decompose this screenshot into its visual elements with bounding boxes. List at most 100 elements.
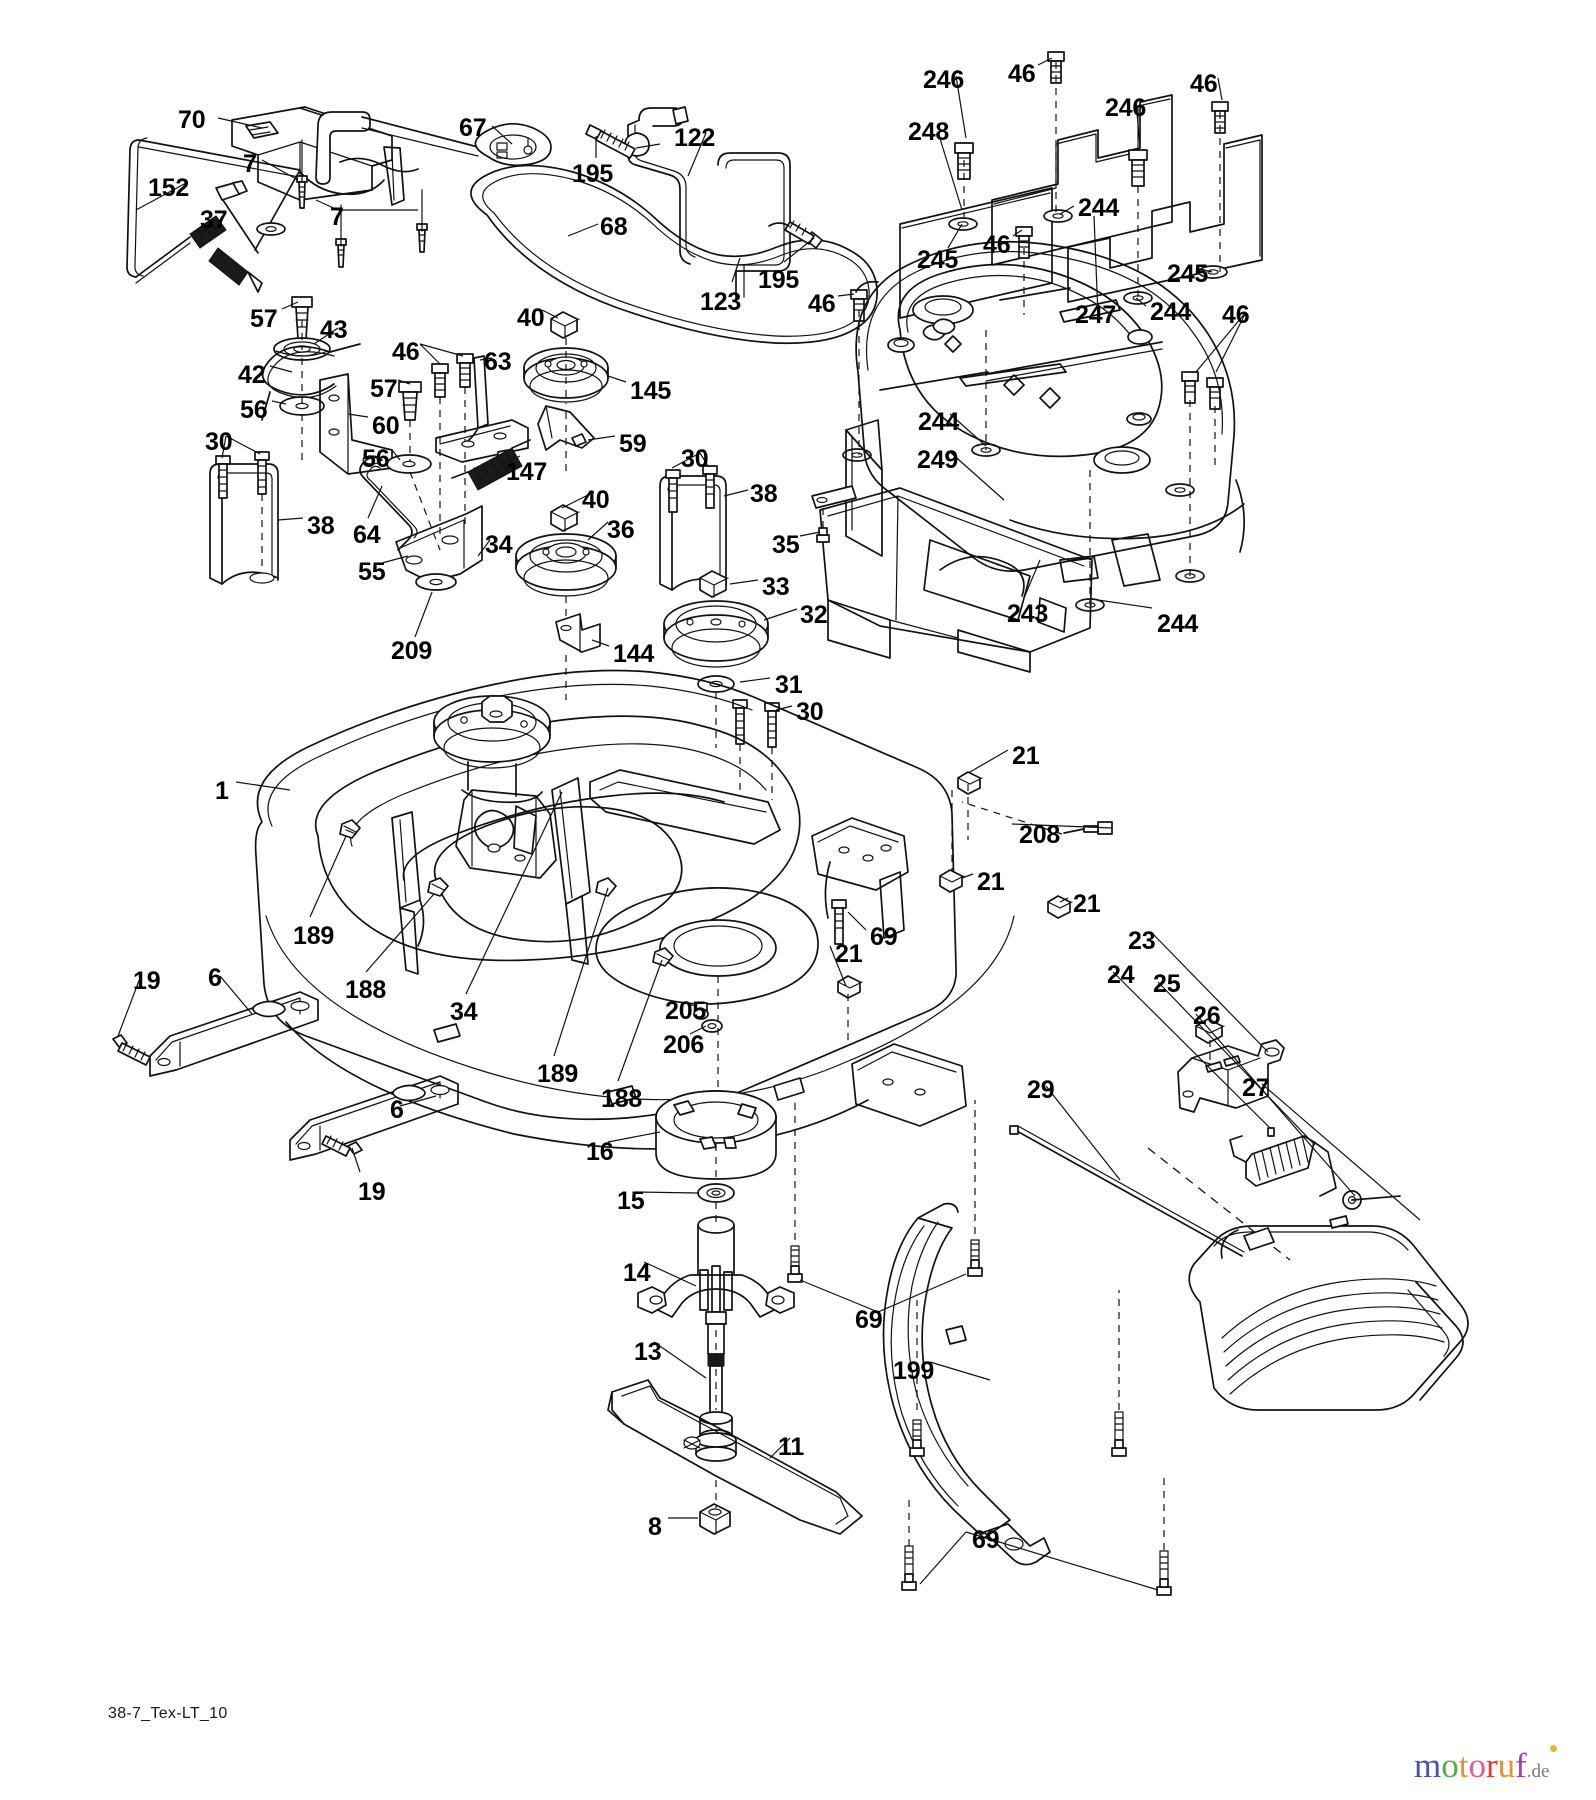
callout-part-205: 205 xyxy=(665,997,707,1025)
pulley-36 xyxy=(515,533,617,597)
callout-part-21-c: 21 xyxy=(1073,890,1101,918)
diagram-footer-code: 38-7_Tex-LT_10 xyxy=(108,1705,228,1722)
callout-part-38-left: 38 xyxy=(307,512,335,540)
callout-part-34-lower: 34 xyxy=(450,998,478,1026)
callout-part-21-d: 21 xyxy=(835,940,863,968)
callout-part-35: 35 xyxy=(772,531,800,559)
callout-part-59: 59 xyxy=(619,430,647,458)
bolt-69-d xyxy=(1156,1550,1172,1596)
spindle-assembly xyxy=(607,1090,863,1535)
callout-part-34-upper: 34 xyxy=(485,531,513,559)
nut-40-a xyxy=(550,311,580,339)
nut-21-d xyxy=(837,975,863,999)
callout-part-19-lower: 19 xyxy=(358,1178,386,1206)
callout-part-16: 16 xyxy=(586,1138,614,1166)
callout-part-247: 247 xyxy=(1075,301,1117,329)
callout-part-32: 32 xyxy=(800,601,828,629)
nut-8 xyxy=(699,1503,731,1535)
callout-part-36: 36 xyxy=(607,516,635,544)
belt-and-rods xyxy=(470,106,878,345)
callout-leaders xyxy=(117,57,1421,1591)
deck-shields xyxy=(842,51,1263,612)
nut-21-b xyxy=(939,869,965,893)
bolt-69-e xyxy=(901,1545,917,1591)
bolt-35 xyxy=(816,527,830,543)
callout-part-30-right: 30 xyxy=(681,445,709,473)
watermark-tld: .de xyxy=(1526,1761,1550,1782)
callout-part-199: 199 xyxy=(893,1357,935,1385)
callout-part-46-a: 46 xyxy=(1008,60,1036,88)
nut-21-c xyxy=(1047,895,1073,919)
screw-57b xyxy=(398,381,422,421)
callout-part-144: 144 xyxy=(613,640,655,668)
screw-7a xyxy=(296,175,308,209)
callout-part-189-left: 189 xyxy=(293,922,335,950)
callout-part-21-b: 21 xyxy=(977,868,1005,896)
callout-part-38-right: 38 xyxy=(750,480,778,508)
callout-part-6-upper: 6 xyxy=(208,964,222,992)
callout-part-244-c: 244 xyxy=(918,408,960,436)
callout-part-69-c: 69 xyxy=(972,1526,1000,1554)
bolt-69-g xyxy=(967,1239,983,1277)
callout-part-23: 23 xyxy=(1128,927,1156,955)
callout-part-195-left: 195 xyxy=(572,160,614,188)
callout-part-122: 122 xyxy=(674,124,716,152)
callout-part-244-b: 244 xyxy=(1150,298,1192,326)
callout-part-248: 248 xyxy=(908,118,950,146)
callout-part-55: 55 xyxy=(358,558,386,586)
spring-25 xyxy=(1229,1135,1337,1197)
callout-part-46-b: 46 xyxy=(1190,70,1218,98)
bolt-69-f xyxy=(787,1245,803,1283)
deflector-assembly xyxy=(1009,1018,1469,1411)
callout-part-11: 11 xyxy=(778,1433,805,1461)
callout-part-152: 152 xyxy=(148,174,190,202)
callout-part-63: 63 xyxy=(484,348,512,376)
bolt-69-c xyxy=(1111,1411,1127,1457)
callout-part-188-left: 188 xyxy=(345,976,387,1004)
watermark-letter: o xyxy=(1468,1746,1486,1785)
callout-part-46-d: 46 xyxy=(808,290,836,318)
callout-part-27: 27 xyxy=(1242,1074,1270,1102)
mower-deck xyxy=(254,669,1113,1150)
callout-part-68-belt: 68 xyxy=(600,213,628,241)
callout-part-249: 249 xyxy=(917,446,959,474)
watermark-letter: o xyxy=(1441,1746,1459,1785)
callout-part-37: 37 xyxy=(200,206,228,234)
callout-part-189-lower: 189 xyxy=(537,1060,579,1088)
callout-part-70: 70 xyxy=(178,106,206,134)
screw-30-c xyxy=(665,469,681,513)
watermark-letter: m xyxy=(1414,1746,1442,1785)
fastener-205 xyxy=(693,1002,709,1020)
callout-part-246-right: 246 xyxy=(1105,94,1147,122)
callout-part-123: 123 xyxy=(700,288,742,316)
deck-spindle-pulley xyxy=(433,695,551,804)
callout-part-29: 29 xyxy=(1027,1076,1055,1104)
callout-part-46-e: 46 xyxy=(1222,301,1250,329)
callout-part-69-b: 69 xyxy=(855,1306,883,1334)
callout-part-25: 25 xyxy=(1153,970,1181,998)
guard-199 xyxy=(787,1100,1172,1596)
bolt-19-b xyxy=(321,1135,363,1157)
callout-part-246-left: 246 xyxy=(923,66,965,94)
spring-147 xyxy=(451,439,531,491)
callout-part-8: 8 xyxy=(648,1513,662,1541)
callout-part-244-a: 244 xyxy=(1078,194,1120,222)
fastener-206 xyxy=(701,1019,723,1033)
nut-40-b xyxy=(550,504,580,532)
bolt-69-b xyxy=(909,1419,925,1457)
watermark-letter: u xyxy=(1497,1746,1516,1785)
callout-part-19-upper: 19 xyxy=(133,967,161,995)
callout-part-40-b: 40 xyxy=(582,486,610,514)
callout-part-57-lower: 57 xyxy=(370,375,398,403)
callout-part-40-a: 40 xyxy=(517,304,545,332)
callout-part-243: 243 xyxy=(1007,600,1049,628)
watermark-letter: t xyxy=(1458,1746,1469,1785)
callout-part-67: 67 xyxy=(459,114,487,142)
deck-brackets-6 xyxy=(112,991,459,1161)
callout-part-69-a: 69 xyxy=(870,923,898,951)
screw-46-g xyxy=(431,363,449,398)
callout-part-1-deck: 1 xyxy=(215,777,229,805)
callout-part-26: 26 xyxy=(1193,1002,1221,1030)
callout-part-42: 42 xyxy=(238,361,266,389)
